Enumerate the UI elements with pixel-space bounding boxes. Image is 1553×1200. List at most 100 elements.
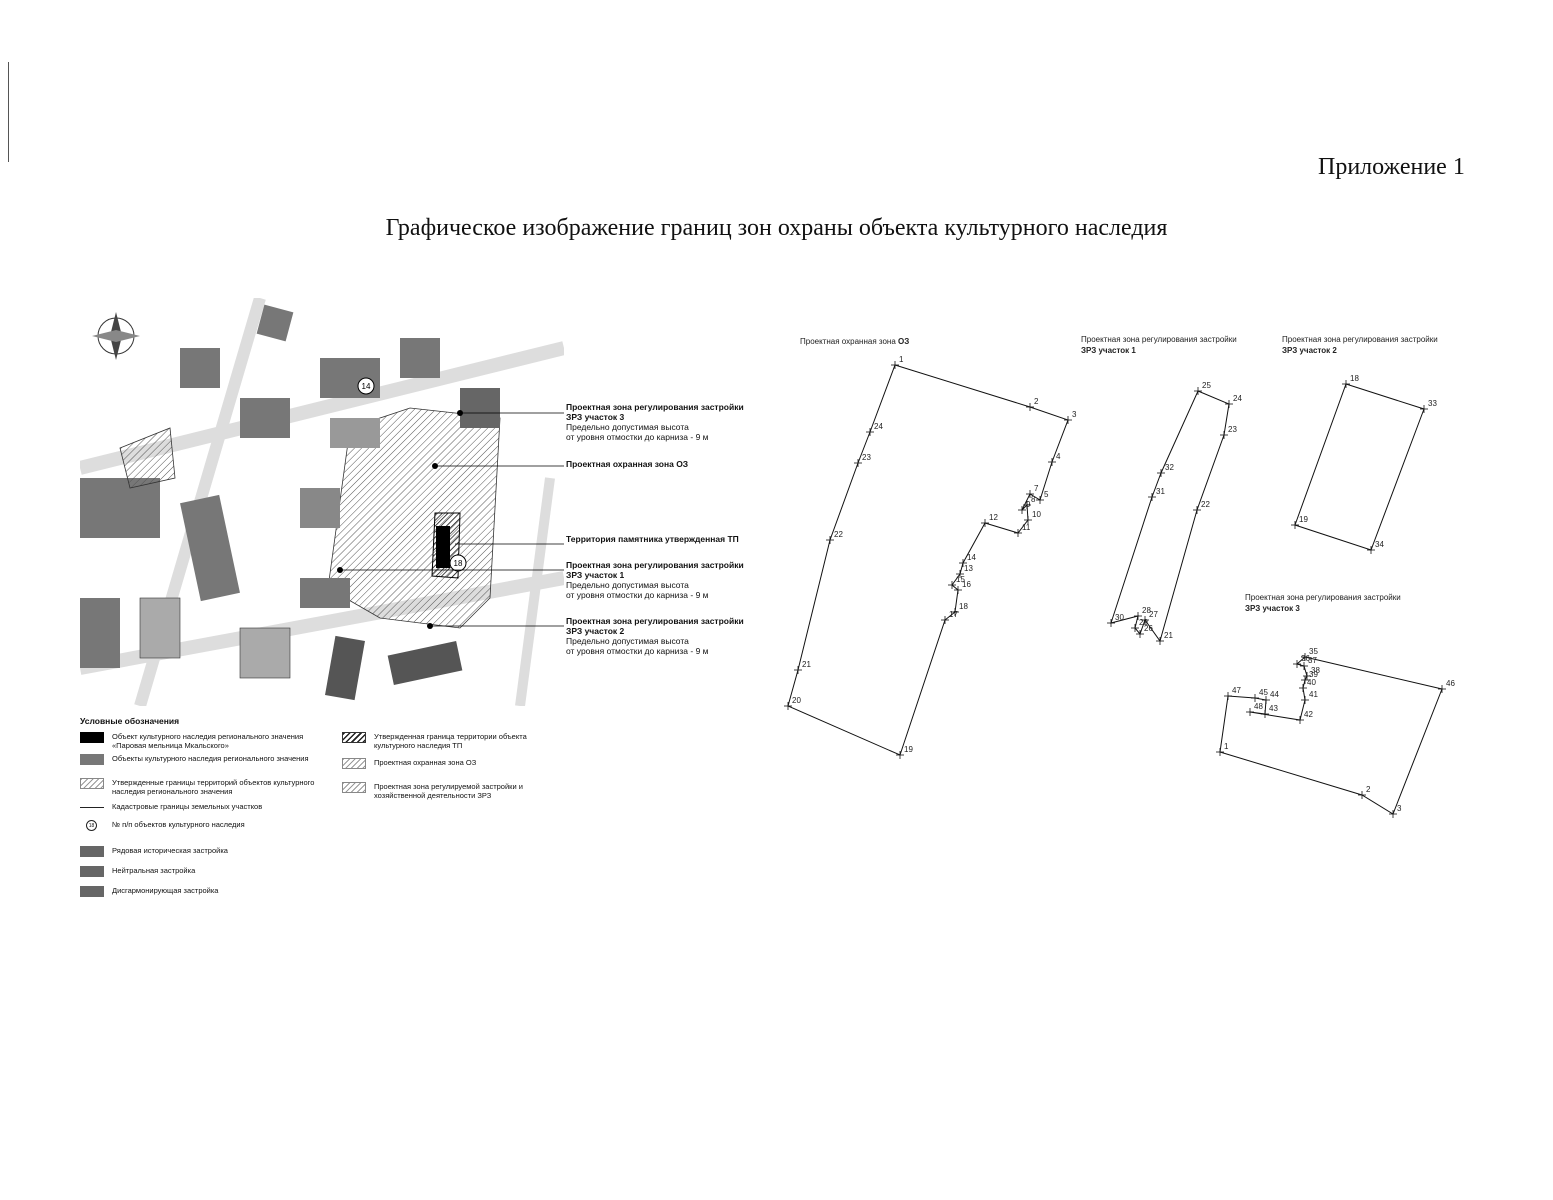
document-title: Графическое изображение границ зон охран… xyxy=(385,215,1168,241)
vertex-label: 5 xyxy=(1044,490,1049,499)
plan-title-bold: ЗРЗ участок 1 xyxy=(1081,346,1136,355)
vertex-label: 39 xyxy=(1309,670,1318,679)
callout-line: от уровня отмостки до карниза - 9 м xyxy=(566,432,709,442)
legend-text: Объекты культурного наследия регионально… xyxy=(112,754,309,763)
legend-swatch: 18 xyxy=(86,820,97,831)
callout-zrz2: Проектная зона регулирования застройки З… xyxy=(566,616,744,656)
vertex-oz-11: 11 xyxy=(1014,523,1031,537)
vertex-oz-13: 13 xyxy=(956,564,973,578)
legend-text: Утвержденные границы территорий объектов… xyxy=(112,778,315,796)
legend-text: Дисгармонирующая застройка xyxy=(112,886,219,895)
site-map: 14 18 xyxy=(78,296,566,708)
callout-subtitle: ЗРЗ участок 1 xyxy=(566,570,625,580)
boundary-zrz1 xyxy=(1110,390,1230,643)
legend-title: Условные обозначения xyxy=(80,716,180,726)
vertex-label: 24 xyxy=(874,422,883,431)
vertex-zrz2-34: 34 xyxy=(1367,540,1384,554)
monument-building xyxy=(436,526,450,568)
vertex-zrz3-46: 46 xyxy=(1438,679,1455,693)
vertex-oz-10: 10 xyxy=(1024,510,1041,524)
vertex-zrz3-42: 42 xyxy=(1296,710,1313,724)
vertex-zrz2-33: 33 xyxy=(1420,399,1437,413)
vertex-label: 38 xyxy=(1311,666,1320,675)
vertex-label: 23 xyxy=(862,453,871,462)
vertex-label: 41 xyxy=(1309,690,1318,699)
vertex-label: 11 xyxy=(1022,523,1031,532)
vertex-label: 19 xyxy=(904,745,913,754)
legend-item: Кадастровые границы земельных участков xyxy=(80,802,320,820)
vertex-oz-4: 4 xyxy=(1048,452,1061,466)
vertex-oz-5: 5 xyxy=(1036,490,1049,504)
vertex-label: 2 xyxy=(1034,397,1039,406)
vertex-label: 23 xyxy=(1228,425,1237,434)
legend-text: Утвержденная граница территории объекта … xyxy=(374,732,527,750)
vertex-label: 40 xyxy=(1307,678,1316,687)
callout-tp: Территория памятника утвержденная ТП xyxy=(566,534,739,544)
vertex-label: 44 xyxy=(1270,690,1279,699)
callout-subtitle: ЗРЗ участок 2 xyxy=(566,626,625,636)
vertex-zrz1-24: 24 xyxy=(1225,394,1242,408)
vertex-label: 3 xyxy=(1397,804,1402,813)
vertex-zrz2-18: 18 xyxy=(1342,374,1359,388)
plan-title-text: Проектная зона регулирования застройки xyxy=(1081,335,1237,344)
site-map-drawing: 14 18 xyxy=(78,296,566,708)
vertex-label: 22 xyxy=(1201,500,1210,509)
plan-title-zrz2: Проектная зона регулирования застройки З… xyxy=(1282,334,1438,356)
callout-title: Проектная зона регулирования застройки xyxy=(566,616,744,626)
legend-text: Объект культурного наследия региональног… xyxy=(112,732,304,750)
vertex-label: 1 xyxy=(1224,742,1229,751)
boundary-zrz3 xyxy=(1219,656,1443,815)
vertex-label: 22 xyxy=(834,530,843,539)
vertex-label: 48 xyxy=(1254,702,1263,711)
vertex-oz-17: 17 xyxy=(941,610,958,624)
legend-swatch xyxy=(80,732,104,743)
vertex-zrz1-26: 26 xyxy=(1136,624,1153,638)
vertex-zrz3-48: 48 xyxy=(1246,702,1263,716)
vertex-label: 16 xyxy=(962,580,971,589)
vertex-zrz3-41: 41 xyxy=(1301,690,1318,704)
legend-text: № п/п объектов культурного наследия xyxy=(112,820,245,829)
vertex-zrz1-32: 32 xyxy=(1157,463,1174,477)
vertex-zrz1-29: 29 xyxy=(1131,618,1148,632)
vertex-label: 42 xyxy=(1304,710,1313,719)
vertex-zrz1-28: 28 xyxy=(1134,606,1151,620)
vertex-label: 9 xyxy=(1026,500,1031,509)
legend-item: Проектная зона регулируемой застройки и … xyxy=(342,782,562,806)
legend-swatch xyxy=(80,866,104,877)
vertex-oz-7: 7 xyxy=(1026,484,1039,498)
vertex-zrz1-23: 23 xyxy=(1220,425,1237,439)
legend-swatch xyxy=(80,754,104,765)
vertex-oz-24: 24 xyxy=(866,422,883,436)
vertex-label: 12 xyxy=(989,513,998,522)
vertex-oz-12: 12 xyxy=(981,513,998,527)
callout-oz: Проектная охранная зона ОЗ xyxy=(566,459,688,469)
vertex-oz-14: 14 xyxy=(959,553,976,567)
callout-zrz1: Проектная зона регулирования застройки З… xyxy=(566,560,744,600)
vertex-label: 34 xyxy=(1375,540,1384,549)
building-14-label: 14 xyxy=(362,382,371,391)
vertex-zrz3-39: 39 xyxy=(1301,670,1318,684)
vertex-label: 20 xyxy=(792,696,801,705)
vertex-label: 32 xyxy=(1165,463,1174,472)
vertex-oz-18: 18 xyxy=(951,602,968,616)
vertex-label: 25 xyxy=(1202,381,1211,390)
plan-title-text: Проектная охранная зона xyxy=(800,337,898,346)
callout-title: Территория памятника утвержденная ТП xyxy=(566,534,739,544)
vertex-oz-22: 22 xyxy=(826,530,843,544)
vertex-zrz3-37: 37 xyxy=(1300,656,1317,670)
vertex-zrz1-31: 31 xyxy=(1148,487,1165,501)
plan-title-bold: ЗРЗ участок 2 xyxy=(1282,346,1337,355)
vertex-label: 18 xyxy=(959,602,968,611)
vertex-label: 47 xyxy=(1232,686,1241,695)
legend-text: Проектная зона регулируемой застройки и … xyxy=(374,782,523,800)
legend-swatch xyxy=(342,758,366,769)
plan-title-oz: Проектная охранная зона ОЗ xyxy=(800,336,909,347)
vertex-zrz3-3: 3 xyxy=(1389,804,1402,818)
boundary-zrz2 xyxy=(1294,383,1425,551)
legend-swatch xyxy=(342,782,366,793)
legend-item: Утвержденные границы территорий объектов… xyxy=(80,778,320,802)
legend-item: Дисгармонирующая застройка xyxy=(80,886,320,906)
vertex-label: 37 xyxy=(1308,656,1317,665)
vertex-label: 35 xyxy=(1309,647,1318,656)
